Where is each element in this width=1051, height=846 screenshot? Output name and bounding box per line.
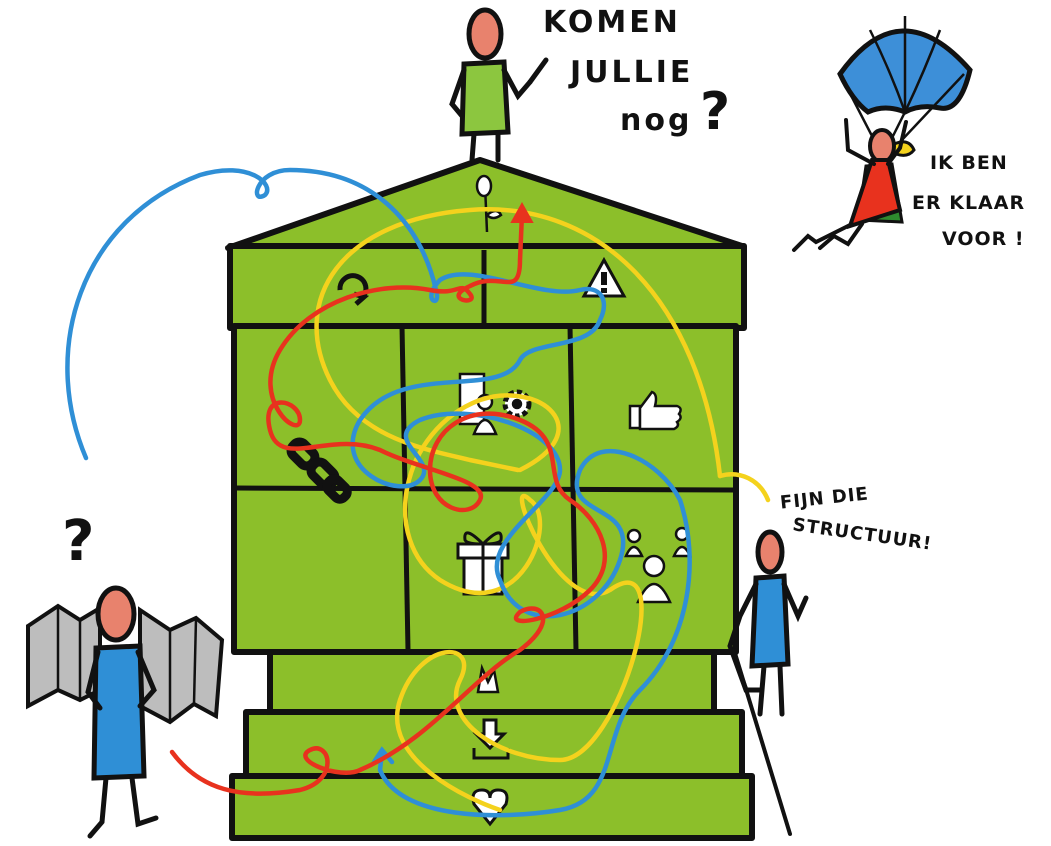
left-person-body bbox=[91, 643, 147, 781]
folded-map-right bbox=[138, 606, 225, 725]
red-thread bbox=[169, 201, 608, 796]
top-person bbox=[449, 7, 549, 163]
download-icon bbox=[472, 718, 510, 760]
speech-top-question-mark: ? bbox=[700, 82, 731, 142]
speech-top-line1: KOMEN bbox=[543, 5, 681, 40]
left-question-mark: ? bbox=[62, 509, 95, 574]
group-icon bbox=[624, 526, 692, 604]
left-person-head bbox=[95, 585, 137, 643]
top-person-body bbox=[459, 59, 511, 137]
gift-icon bbox=[456, 531, 510, 596]
right-person-head bbox=[755, 529, 785, 575]
parachute-person bbox=[792, 16, 973, 252]
parachute-person-dress bbox=[846, 158, 903, 230]
parachute-person-head bbox=[868, 128, 896, 164]
cabinet-top-band bbox=[227, 243, 747, 331]
speech-top-line3: NOG bbox=[620, 103, 693, 138]
speech-right-line3: VOOR ! bbox=[942, 228, 1025, 250]
blue-thread bbox=[65, 167, 692, 818]
speech-right-line2: ER KLAAR bbox=[912, 192, 1026, 214]
walking-stick bbox=[732, 648, 792, 836]
top-person-head bbox=[466, 7, 504, 61]
right-person-body bbox=[749, 573, 791, 669]
grass-icon bbox=[476, 663, 500, 694]
speech-top-line2: JULLIE bbox=[570, 55, 694, 90]
right-person bbox=[727, 529, 809, 836]
speech-right-line1: IK BEN bbox=[930, 152, 1008, 174]
thumbs-up-icon bbox=[628, 390, 682, 431]
left-person bbox=[26, 585, 225, 839]
